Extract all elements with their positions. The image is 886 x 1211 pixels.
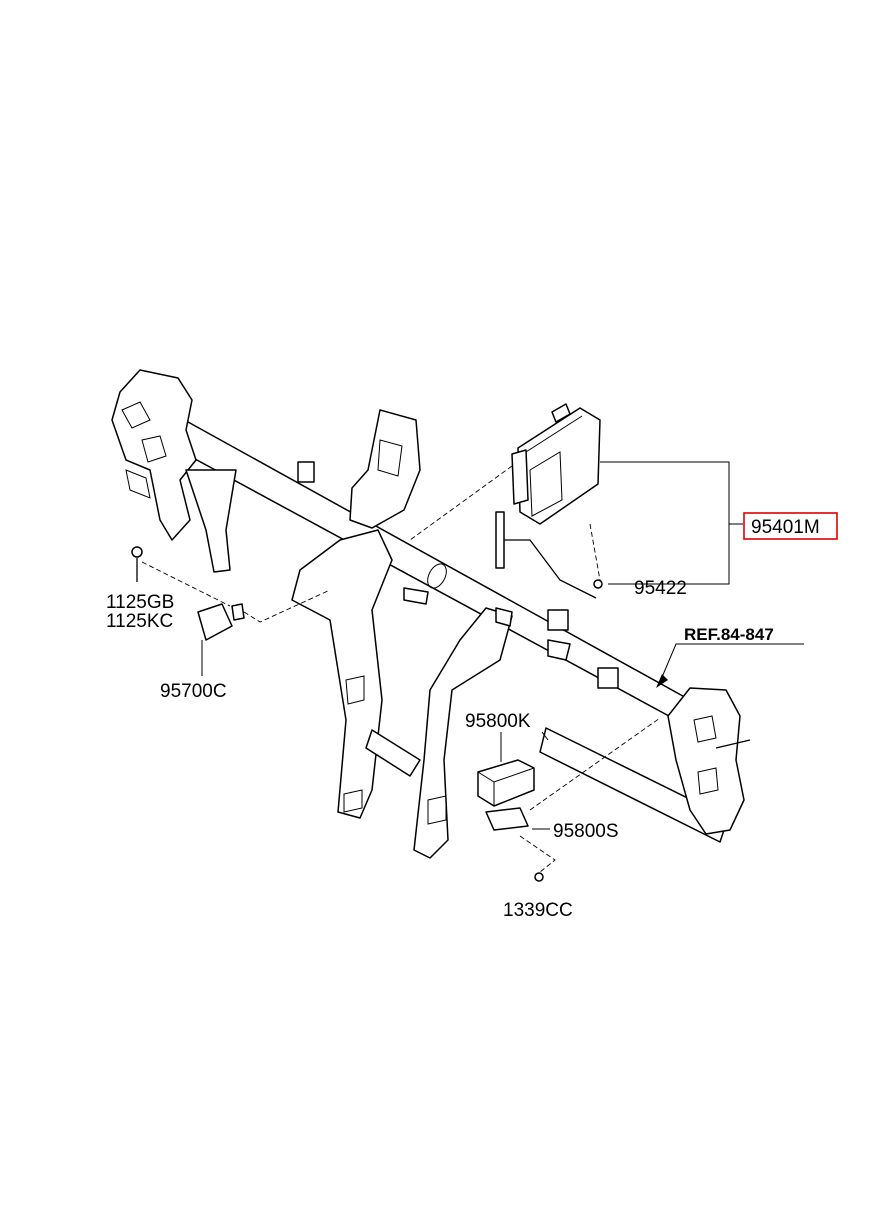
reference-label[interactable]: REF.84-847 [684,625,774,644]
label-95401M[interactable]: 95401M [751,517,820,538]
label-95700C[interactable]: 95700C [160,681,227,702]
label-1339CC[interactable]: 1339CC [503,900,573,921]
label-95800K[interactable]: 95800K [465,711,531,732]
part-labels: 95401M 95422 1125GB 1125KC 95700C REF.84… [106,512,838,921]
highlight-box-95401M [743,512,838,540]
label-1125KC[interactable]: 1125KC [106,611,173,632]
module-95800K [477,759,544,882]
leader-lines [141,461,804,873]
label-1125GB[interactable]: 1125GB [106,592,174,613]
label-95422[interactable]: 95422 [634,578,687,599]
control-module-95401M [495,403,603,599]
sensor-95700C [131,546,245,641]
label-95800S[interactable]: 95800S [553,821,619,842]
cowl-cross-bar [111,369,751,859]
